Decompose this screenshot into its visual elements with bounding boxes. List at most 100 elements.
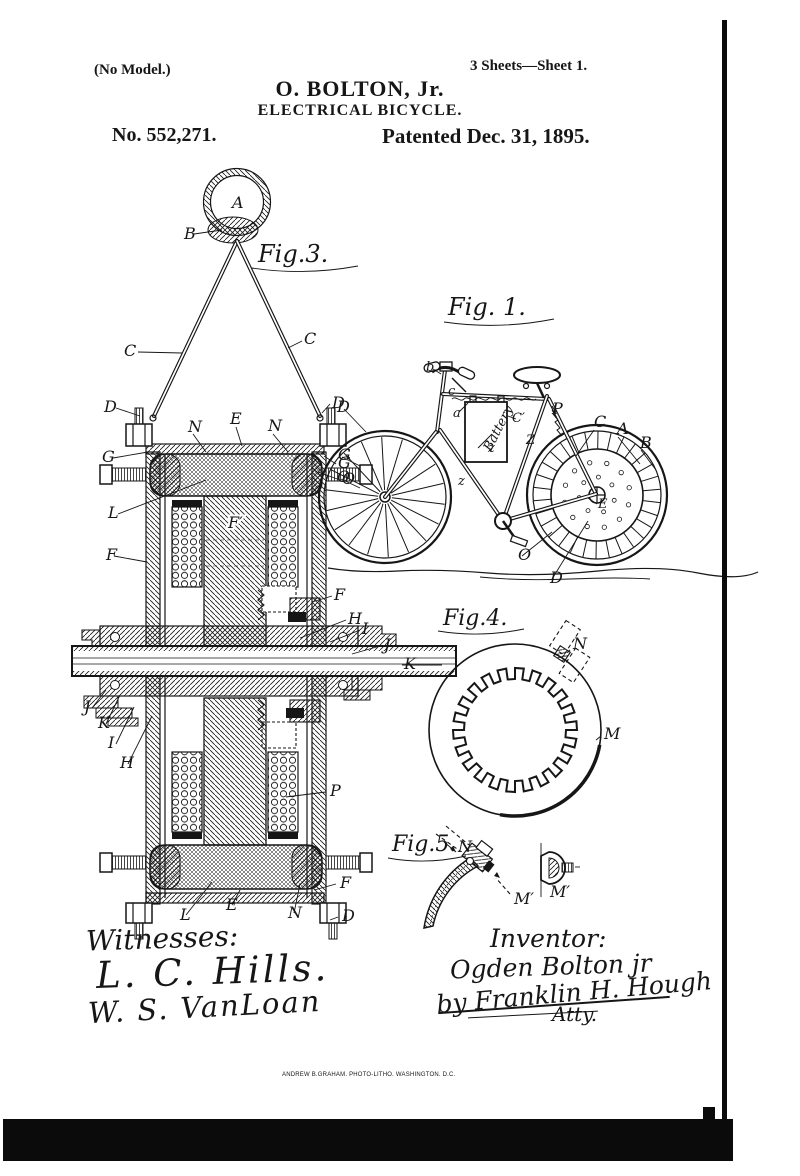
fig1-part-labels: b c a C′ Z z z P C A B E O D D G O [336, 360, 652, 587]
disc-hole [601, 524, 607, 530]
part-label: N [572, 634, 588, 653]
spoke [623, 532, 634, 548]
part-label: E [229, 409, 242, 428]
ground-line [327, 567, 759, 581]
lower-coils [171, 697, 299, 846]
part-label: E [225, 895, 238, 914]
top-bolts [125, 407, 347, 447]
fig5-part-labels: N M′ M′ [457, 837, 570, 908]
spoke [533, 498, 551, 502]
part-label: D [336, 397, 350, 416]
handlebar [423, 361, 476, 393]
part-label: B [183, 224, 196, 243]
part-label: z [487, 441, 495, 456]
patent-number: No. 552,271. [112, 124, 217, 146]
patent-title: ELECTRICAL BICYCLE. [257, 102, 463, 119]
fig1-caption: Fig. 1. [447, 293, 526, 321]
part-label: C [594, 412, 606, 431]
front-wheel [317, 429, 453, 565]
spoke [326, 498, 379, 512]
brush-detail-dashed [548, 619, 591, 684]
part-label: B [639, 433, 652, 452]
part-label: M [603, 724, 621, 743]
spoke [571, 436, 580, 453]
fig3-leader-lines [91, 229, 442, 921]
part-label: D [331, 393, 345, 412]
disc-hole [609, 482, 615, 488]
part-label: M′ [549, 882, 570, 901]
disc-hole [581, 480, 587, 486]
hanging-ring [202, 167, 272, 244]
spoke [641, 475, 658, 482]
spoke [367, 503, 384, 555]
disc-hole [587, 460, 593, 466]
fig1-drawing: Battery [317, 293, 759, 587]
disc-hole [596, 474, 601, 480]
disc-hole [626, 485, 632, 491]
part-label: D [341, 906, 355, 925]
disc-hole [604, 460, 610, 467]
fig1-leader-lines [340, 368, 657, 580]
part-label: C [124, 341, 136, 360]
patent-date: Patented Dec. 31, 1895. [382, 124, 590, 148]
spoke [550, 451, 564, 464]
part-label: b [426, 360, 434, 375]
part-label: K [97, 713, 111, 732]
fig4-caption: Fig.4. [442, 606, 507, 631]
spoke [637, 463, 653, 473]
part-label: z [457, 474, 465, 489]
spoke [582, 540, 588, 558]
spoke [391, 497, 445, 505]
lower-armature [99, 844, 373, 890]
spoke [325, 489, 379, 497]
fig3-drawing: Fig.3. A B C C D D N E N G G O L F′ F F … [71, 167, 457, 940]
part-label: F [333, 585, 346, 604]
spoke [541, 517, 557, 527]
part-label: A [230, 193, 244, 212]
part-label: c [448, 384, 456, 399]
part-label: O [518, 545, 531, 564]
part-label: N [287, 903, 303, 922]
spoke [558, 531, 570, 547]
clamp-detail [540, 843, 580, 897]
spoke [630, 526, 644, 539]
fig3-part-labels: A B C C D D N E N G G O L F′ F F H I J K [81, 193, 417, 925]
fig5-caption: Fig.5. [391, 832, 456, 857]
part-label: N [187, 417, 203, 436]
part-label: L [107, 503, 119, 522]
spoke [616, 437, 625, 454]
part-label: Z [525, 433, 536, 448]
part-label: L [179, 905, 191, 924]
fig3-caption: Fig.3. [257, 240, 328, 268]
spoke [536, 474, 554, 481]
spoke [384, 503, 389, 557]
part-label: J [381, 635, 392, 654]
fig4-drawing: Fig.4. N M [428, 606, 621, 818]
part-label: D [103, 397, 117, 416]
part-label: O [337, 467, 350, 486]
part-label: M′ [513, 889, 534, 908]
fig4-part-labels: N M [572, 634, 621, 743]
spoke [334, 500, 380, 531]
spoke [343, 452, 381, 493]
part-label: K [403, 654, 417, 673]
spoke [614, 537, 623, 554]
axle-assembly [71, 625, 457, 727]
spoke [381, 437, 386, 491]
disc-hole [625, 502, 632, 508]
inventor-name-heading: O. BOLTON, Jr. [275, 76, 445, 101]
spoke [391, 482, 444, 496]
part-label: P [329, 781, 341, 800]
upper-coils [171, 495, 299, 647]
part-label: G [102, 447, 115, 466]
upper-mechanism [257, 585, 321, 622]
spoke [360, 441, 383, 491]
saddle [513, 366, 561, 399]
wiring-squiggle [451, 397, 537, 401]
lithographer-imprint: ANDREW B.GRAHAM. PHOTO-LITHO. WASHINGTON… [282, 1072, 456, 1078]
part-label: F′ [227, 513, 243, 532]
part-label: N [457, 837, 473, 856]
part-label: P [551, 399, 563, 418]
seatstay-wire [551, 405, 563, 437]
